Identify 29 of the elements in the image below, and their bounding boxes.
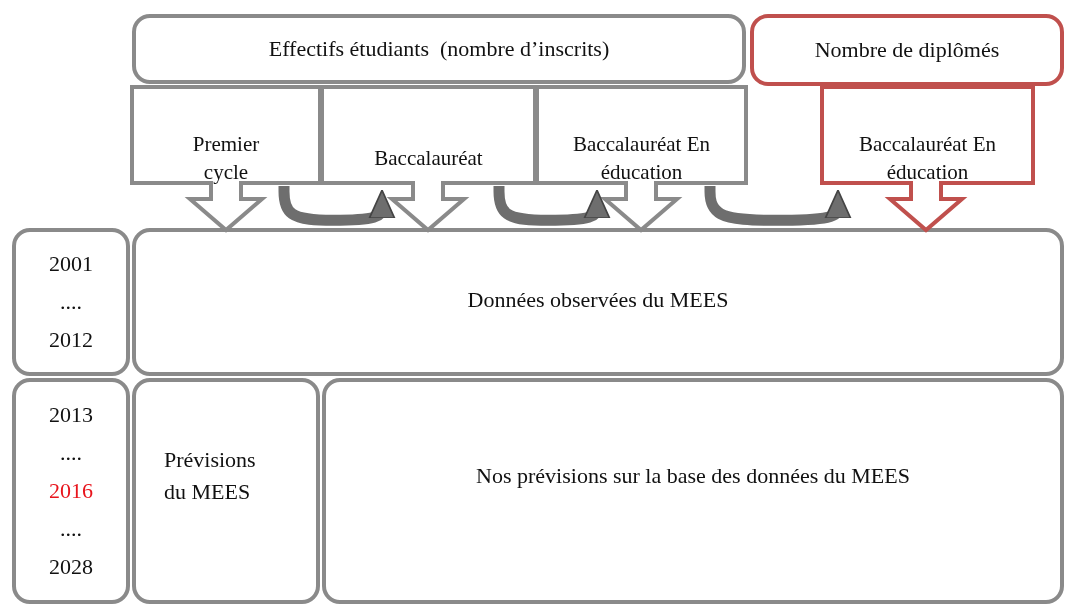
year-label: ....	[60, 514, 82, 543]
box-label: Effectifs étudiants (nombre d’inscrits)	[268, 35, 610, 64]
callout-box	[820, 85, 1035, 232]
callout-box	[130, 85, 322, 232]
year-label: ....	[60, 439, 82, 468]
year-label: 2016	[49, 477, 93, 506]
rounded-box	[132, 14, 746, 84]
box-label: Premier cycle	[191, 131, 261, 186]
curved-arrow	[493, 186, 611, 226]
box-label: Baccalauréat En éducation	[858, 131, 997, 186]
year-label: 2028	[49, 552, 93, 581]
box-label: Nos prévisions sur la base des données du MEES	[476, 462, 910, 491]
year-label: 2013	[49, 401, 93, 430]
callout-box	[320, 85, 537, 232]
rounded-box	[750, 14, 1064, 86]
box-label: Prévisions du MEES	[164, 446, 257, 506]
box-label: Données observées du MEES	[467, 286, 729, 315]
rounded-box	[12, 378, 130, 604]
box-label: Nombre de diplômés	[814, 36, 1000, 65]
year-label: ....	[60, 288, 82, 317]
rounded-box	[12, 228, 130, 376]
year-label: 2001	[49, 250, 93, 279]
year-label: 2012	[49, 325, 93, 354]
box-label: Baccalauréat	[374, 144, 483, 172]
rounded-box	[132, 378, 320, 604]
rounded-box	[132, 228, 1064, 376]
rounded-box	[322, 378, 1064, 604]
callout-box	[535, 85, 748, 232]
box-label: Baccalauréat En éducation	[572, 131, 711, 186]
